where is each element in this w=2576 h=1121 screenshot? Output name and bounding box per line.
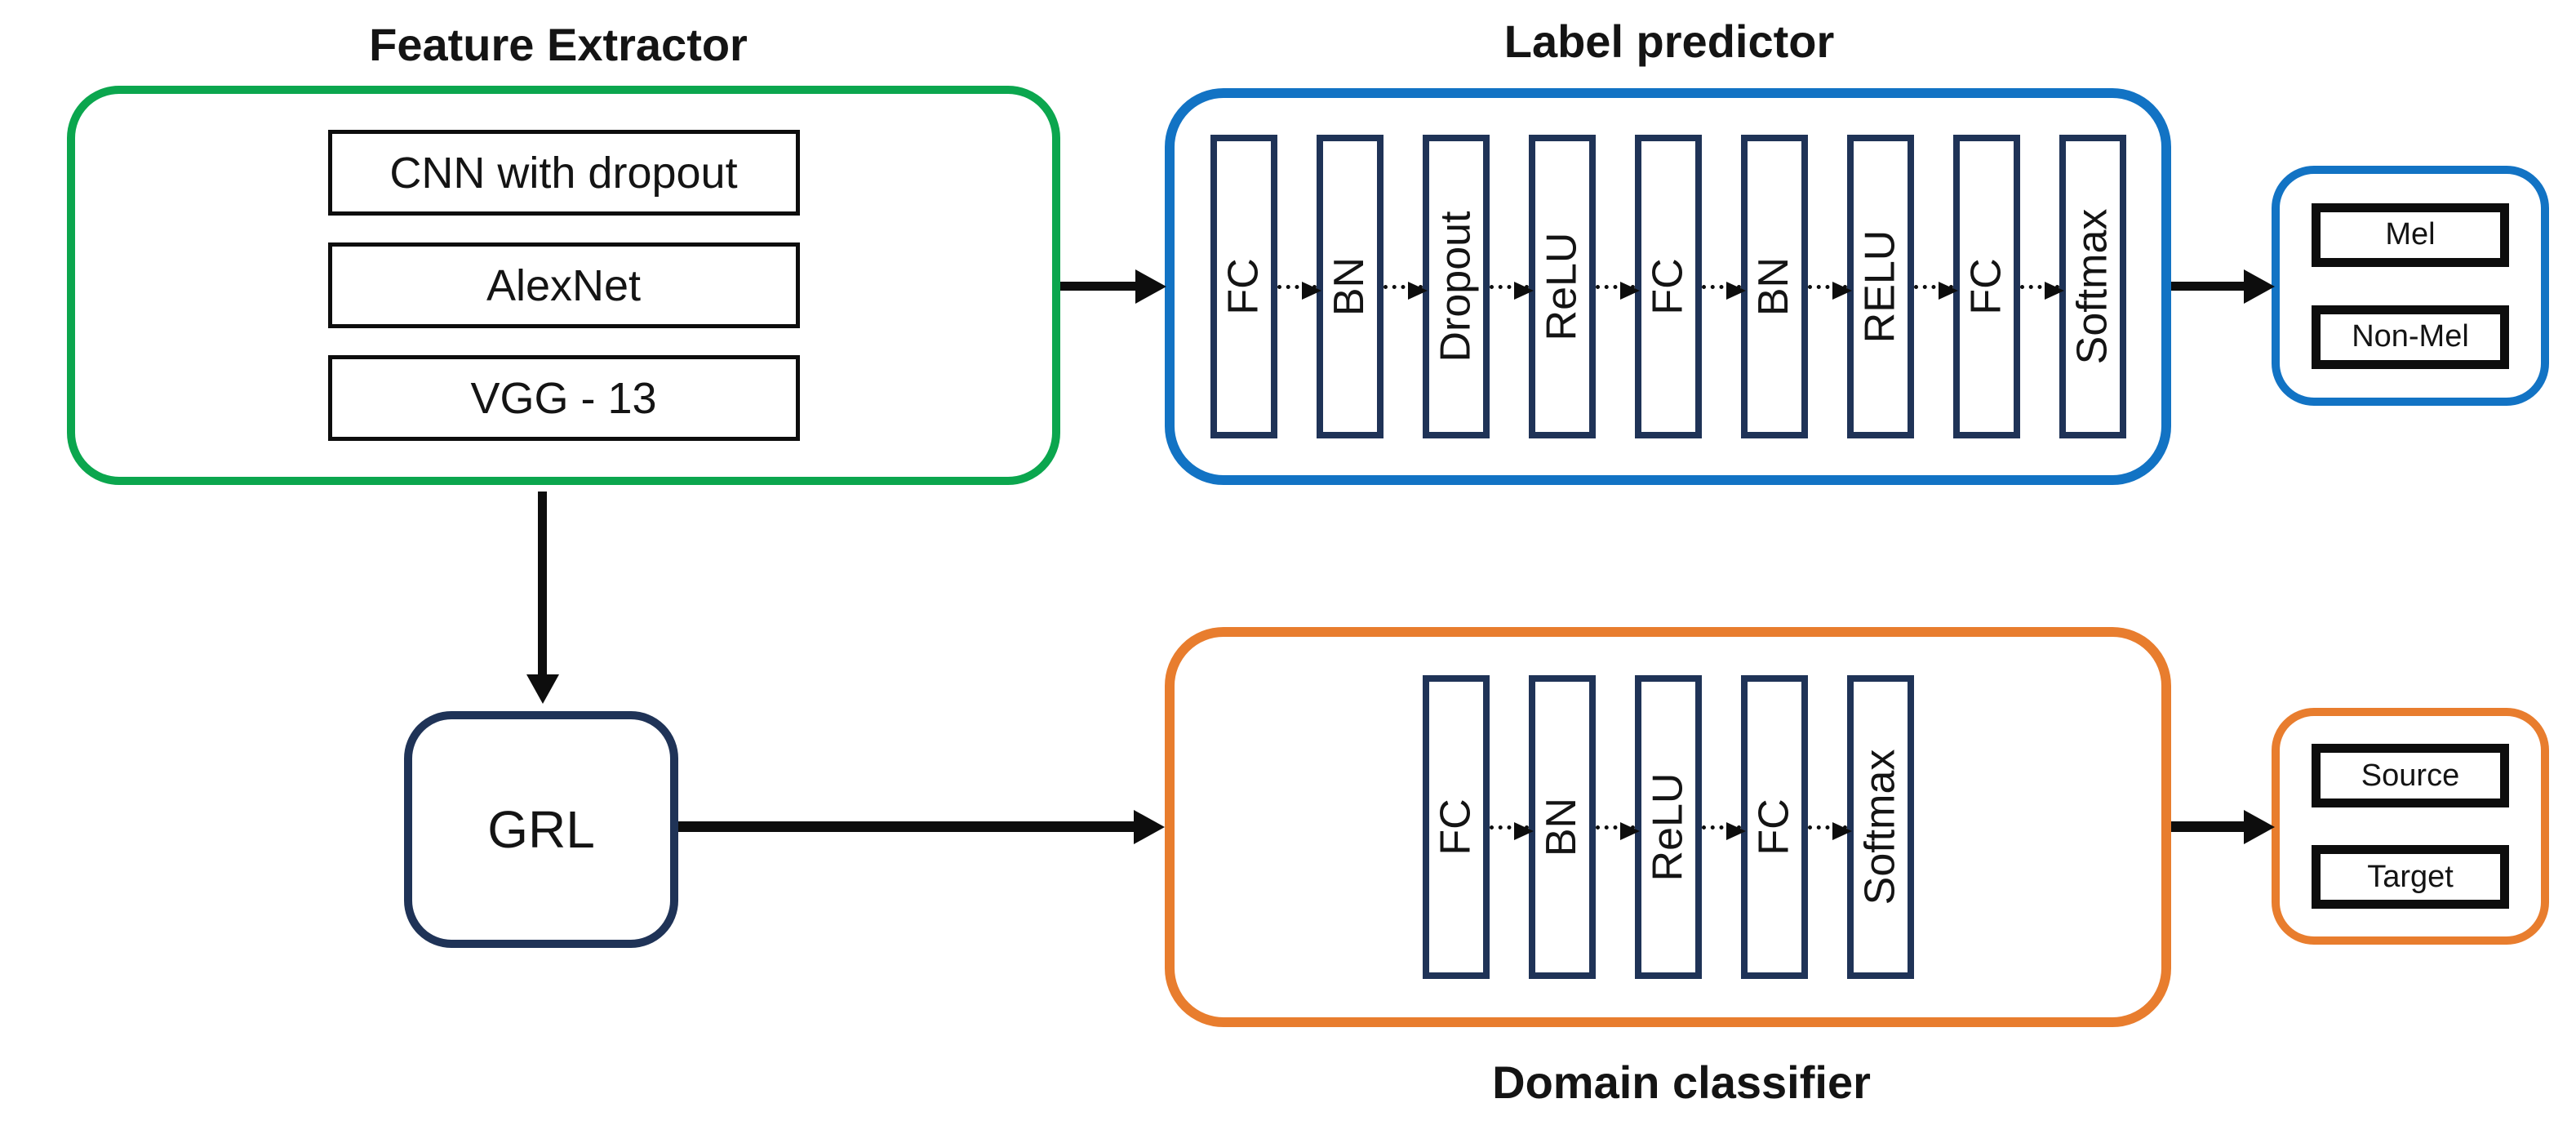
dotted-arrow xyxy=(1595,821,1640,840)
dotted-arrow xyxy=(1489,281,1534,300)
layer-label: BN xyxy=(1750,256,1798,317)
layer-box: Dropout xyxy=(1422,135,1490,438)
output-class-box: Mel xyxy=(2312,202,2509,267)
layer-box: FC xyxy=(1210,135,1277,438)
layer-box: RELU xyxy=(1846,135,1914,438)
domain-classifier-title: Domain classifier xyxy=(1492,1056,1871,1108)
layer-box: Softmax xyxy=(1846,675,1914,979)
layer-box: FC xyxy=(1952,135,2020,438)
dotted-arrow xyxy=(1489,821,1534,840)
output-class-label: Non-Mel xyxy=(2352,319,2469,354)
layer-label: Softmax xyxy=(2068,208,2116,365)
output-class-box: Source xyxy=(2312,744,2509,807)
dotted-arrow xyxy=(2019,281,2064,300)
model-option-box: AlexNet xyxy=(327,242,800,328)
model-option-box: CNN with dropout xyxy=(327,130,800,216)
dotted-arrow xyxy=(1807,821,1852,840)
model-option-box: VGG - 13 xyxy=(327,355,800,441)
layer-box: FC xyxy=(1422,675,1490,979)
layer-label: Softmax xyxy=(1856,749,1904,905)
dotted-arrow xyxy=(1701,821,1746,840)
layer-box: FC xyxy=(1740,675,1808,979)
domain-classifier-box: FC BN ReLU FC Softmax xyxy=(1165,627,2171,1027)
layer-box: BN xyxy=(1740,135,1808,438)
grl-label: GRL xyxy=(487,800,595,859)
layer-label: FC xyxy=(1962,258,2010,315)
dotted-arrow xyxy=(1383,281,1428,300)
label-predictor-box: FC BN Dropout ReLU FC BN RELU FC Softmax xyxy=(1165,88,2171,485)
dotted-arrow xyxy=(1913,281,1958,300)
layer-box: Softmax xyxy=(2059,135,2126,438)
feature-extractor-box: CNN with dropout AlexNet VGG - 13 xyxy=(67,86,1060,485)
dotted-arrow xyxy=(1701,281,1746,300)
feature-extractor-title: Feature Extractor xyxy=(369,19,748,70)
grl-box: GRL xyxy=(404,711,678,948)
dotted-arrow xyxy=(1807,281,1852,300)
output-class-label: Mel xyxy=(2385,217,2436,251)
layer-label: FC xyxy=(1219,258,1268,315)
layer-label: BN xyxy=(1326,256,1374,317)
layer-label: FC xyxy=(1432,798,1480,856)
model-option-label: VGG - 13 xyxy=(470,373,657,423)
output-class-box: Non-Mel xyxy=(2312,305,2509,369)
dotted-arrow xyxy=(1277,281,1321,300)
layer-label: FC xyxy=(1644,258,1692,315)
output-class-box: Target xyxy=(2312,845,2509,909)
output-class-label: Target xyxy=(2367,859,2454,894)
domain-output-box: Source Target xyxy=(2272,708,2549,945)
arrow-grl-to-domain xyxy=(678,821,1134,832)
layer-box: BN xyxy=(1528,675,1596,979)
dotted-arrow xyxy=(1595,281,1640,300)
label-output-box: Mel Non-Mel xyxy=(2272,166,2549,406)
layer-box: FC xyxy=(1634,135,1702,438)
layer-box: ReLU xyxy=(1528,135,1596,438)
layer-label: BN xyxy=(1538,797,1586,857)
model-option-label: AlexNet xyxy=(486,260,642,310)
layer-label: Dropout xyxy=(1432,211,1480,363)
layer-label: RELU xyxy=(1856,229,1904,344)
output-class-label: Source xyxy=(2361,758,2460,793)
layer-label: ReLU xyxy=(1538,232,1586,341)
arrow-feature-to-label xyxy=(1060,282,1135,291)
model-option-label: CNN with dropout xyxy=(389,148,738,198)
arrow-domain-to-output xyxy=(2171,821,2244,832)
label-predictor-title: Label predictor xyxy=(1503,16,1835,67)
layer-label: ReLU xyxy=(1644,772,1692,882)
layer-label: FC xyxy=(1750,798,1798,856)
layer-box: BN xyxy=(1316,135,1383,438)
arrow-label-to-output xyxy=(2171,282,2244,291)
layer-box: ReLU xyxy=(1634,675,1702,979)
arrow-feature-to-grl xyxy=(538,492,547,674)
